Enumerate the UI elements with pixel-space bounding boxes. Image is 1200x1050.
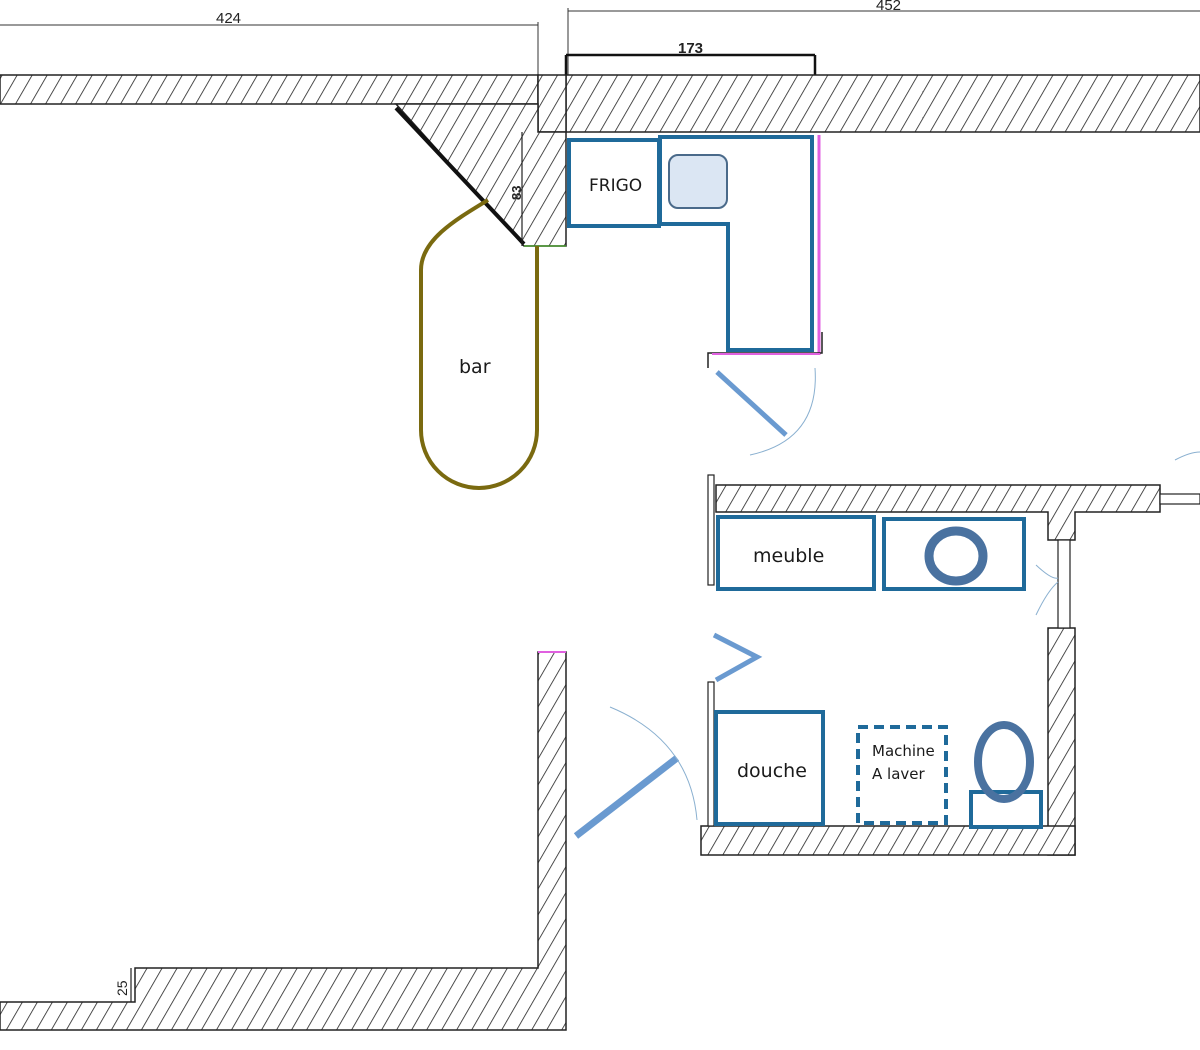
door-arc-right (1174, 451, 1200, 461)
bar-counter (419, 198, 539, 490)
door-arc-bathroom[interactable] (1035, 564, 1059, 616)
partition-bathroom-upper (707, 474, 715, 586)
pillar-diagonal (394, 106, 526, 246)
window-right (1159, 493, 1200, 505)
dimension-label-pillar: 83 (509, 186, 524, 200)
dimension-label-step: 25 (114, 980, 130, 996)
wall-bathroom-bottom (700, 825, 1076, 856)
fridge-label: FRIGO (589, 176, 642, 196)
wall-top-joint (537, 74, 567, 133)
wall-bathroom-right (1047, 627, 1076, 856)
dimension-label-left: 424 (216, 10, 241, 27)
shower-label: douche (737, 760, 807, 782)
bathroom-door-frame[interactable] (1057, 539, 1071, 629)
shower (714, 710, 825, 826)
wall-top-left (0, 74, 539, 105)
fridge (567, 138, 661, 228)
partition-bathroom-lower (707, 681, 715, 827)
kitchen-door-arc (749, 367, 816, 456)
dimension-label-kitchen: 173 (678, 40, 703, 57)
kitchen-door-leaf[interactable] (715, 370, 788, 437)
dimension-label-right: 452 (876, 0, 901, 14)
entrance-door-leaf[interactable] (573, 755, 680, 839)
cabinet-label: meuble (753, 545, 824, 567)
washbasin (924, 526, 988, 586)
wall-top-right (565, 74, 1200, 133)
bar-label: bar (459, 356, 491, 378)
wall-lower-left (0, 651, 567, 1031)
washing-machine (856, 725, 948, 825)
washing-machine-label-2: A laver (872, 765, 925, 783)
dimension-452 (567, 8, 1200, 80)
washing-machine-label-1: Machine (872, 742, 935, 760)
bathroom-door-leaf[interactable] (712, 632, 763, 683)
kitchen-sink (668, 154, 728, 209)
cabinet (716, 515, 876, 591)
entrance-door-arc (609, 706, 698, 821)
toilet-bowl (974, 721, 1034, 803)
